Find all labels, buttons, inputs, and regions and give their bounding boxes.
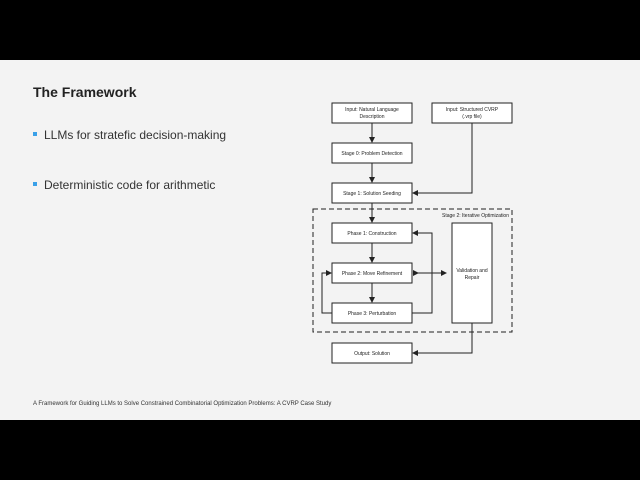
- slide-title: The Framework: [33, 84, 137, 100]
- slide: The Framework LLMs for stratefic decisio…: [0, 60, 640, 420]
- phase3-node: Phase 3: Perturbation: [331, 302, 413, 324]
- bullet-marker-icon: [33, 132, 37, 136]
- stage0-node: Stage 0: Problem Detection: [331, 142, 413, 164]
- validation-node: Validation and Repair: [451, 222, 493, 324]
- arrow-cvrp-to-stage1: [412, 123, 473, 196]
- phase2-label: Phase 2: Move Refinement: [342, 271, 403, 277]
- stage1-label: Stage 1: Solution Seeding: [343, 191, 401, 197]
- output-label: Output: Solution: [354, 351, 390, 357]
- phase1-node: Phase 1: Construction: [331, 222, 413, 244]
- stage1-node: Stage 1: Solution Seeding: [331, 182, 413, 204]
- phase1-label: Phase 1: Construction: [347, 231, 396, 237]
- input-cvrp-line-2: (.vrp file): [462, 114, 482, 120]
- validation-line-1: Validation and: [456, 268, 488, 274]
- framework-diagram: Stage 2: Iterative Optimization Input: N…: [312, 102, 513, 364]
- bullet-text: Deterministic code for arithmetic: [44, 178, 216, 192]
- input-nl-line-1: Input: Natural Language: [345, 107, 399, 113]
- slide-footer: A Framework for Guiding LLMs to Solve Co…: [33, 401, 332, 407]
- input-nl-line-2: Description: [359, 114, 384, 120]
- arrow-validation-to-output: [412, 323, 473, 356]
- input-cvrp-line-1: Input: Structured CVRP: [446, 107, 499, 113]
- bullet-marker-icon: [33, 182, 37, 186]
- stage2-container: [312, 208, 513, 333]
- input-nl-node: Input: Natural Language Description: [331, 102, 413, 124]
- phase3-label: Phase 3: Perturbation: [348, 311, 397, 317]
- validation-line-2: Repair: [465, 275, 480, 281]
- phase2-node: Phase 2: Move Refinement: [331, 262, 413, 284]
- output-node: Output: Solution: [331, 342, 413, 364]
- input-cvrp-node: Input: Structured CVRP (.vrp file): [431, 102, 513, 124]
- bullet-text: LLMs for stratefic decision-making: [44, 128, 227, 142]
- arrow-phase3-loop-to-phase2: [321, 270, 332, 314]
- stage0-label: Stage 0: Problem Detection: [341, 151, 402, 157]
- stage2-label: Stage 2: Iterative Optimization: [442, 213, 509, 219]
